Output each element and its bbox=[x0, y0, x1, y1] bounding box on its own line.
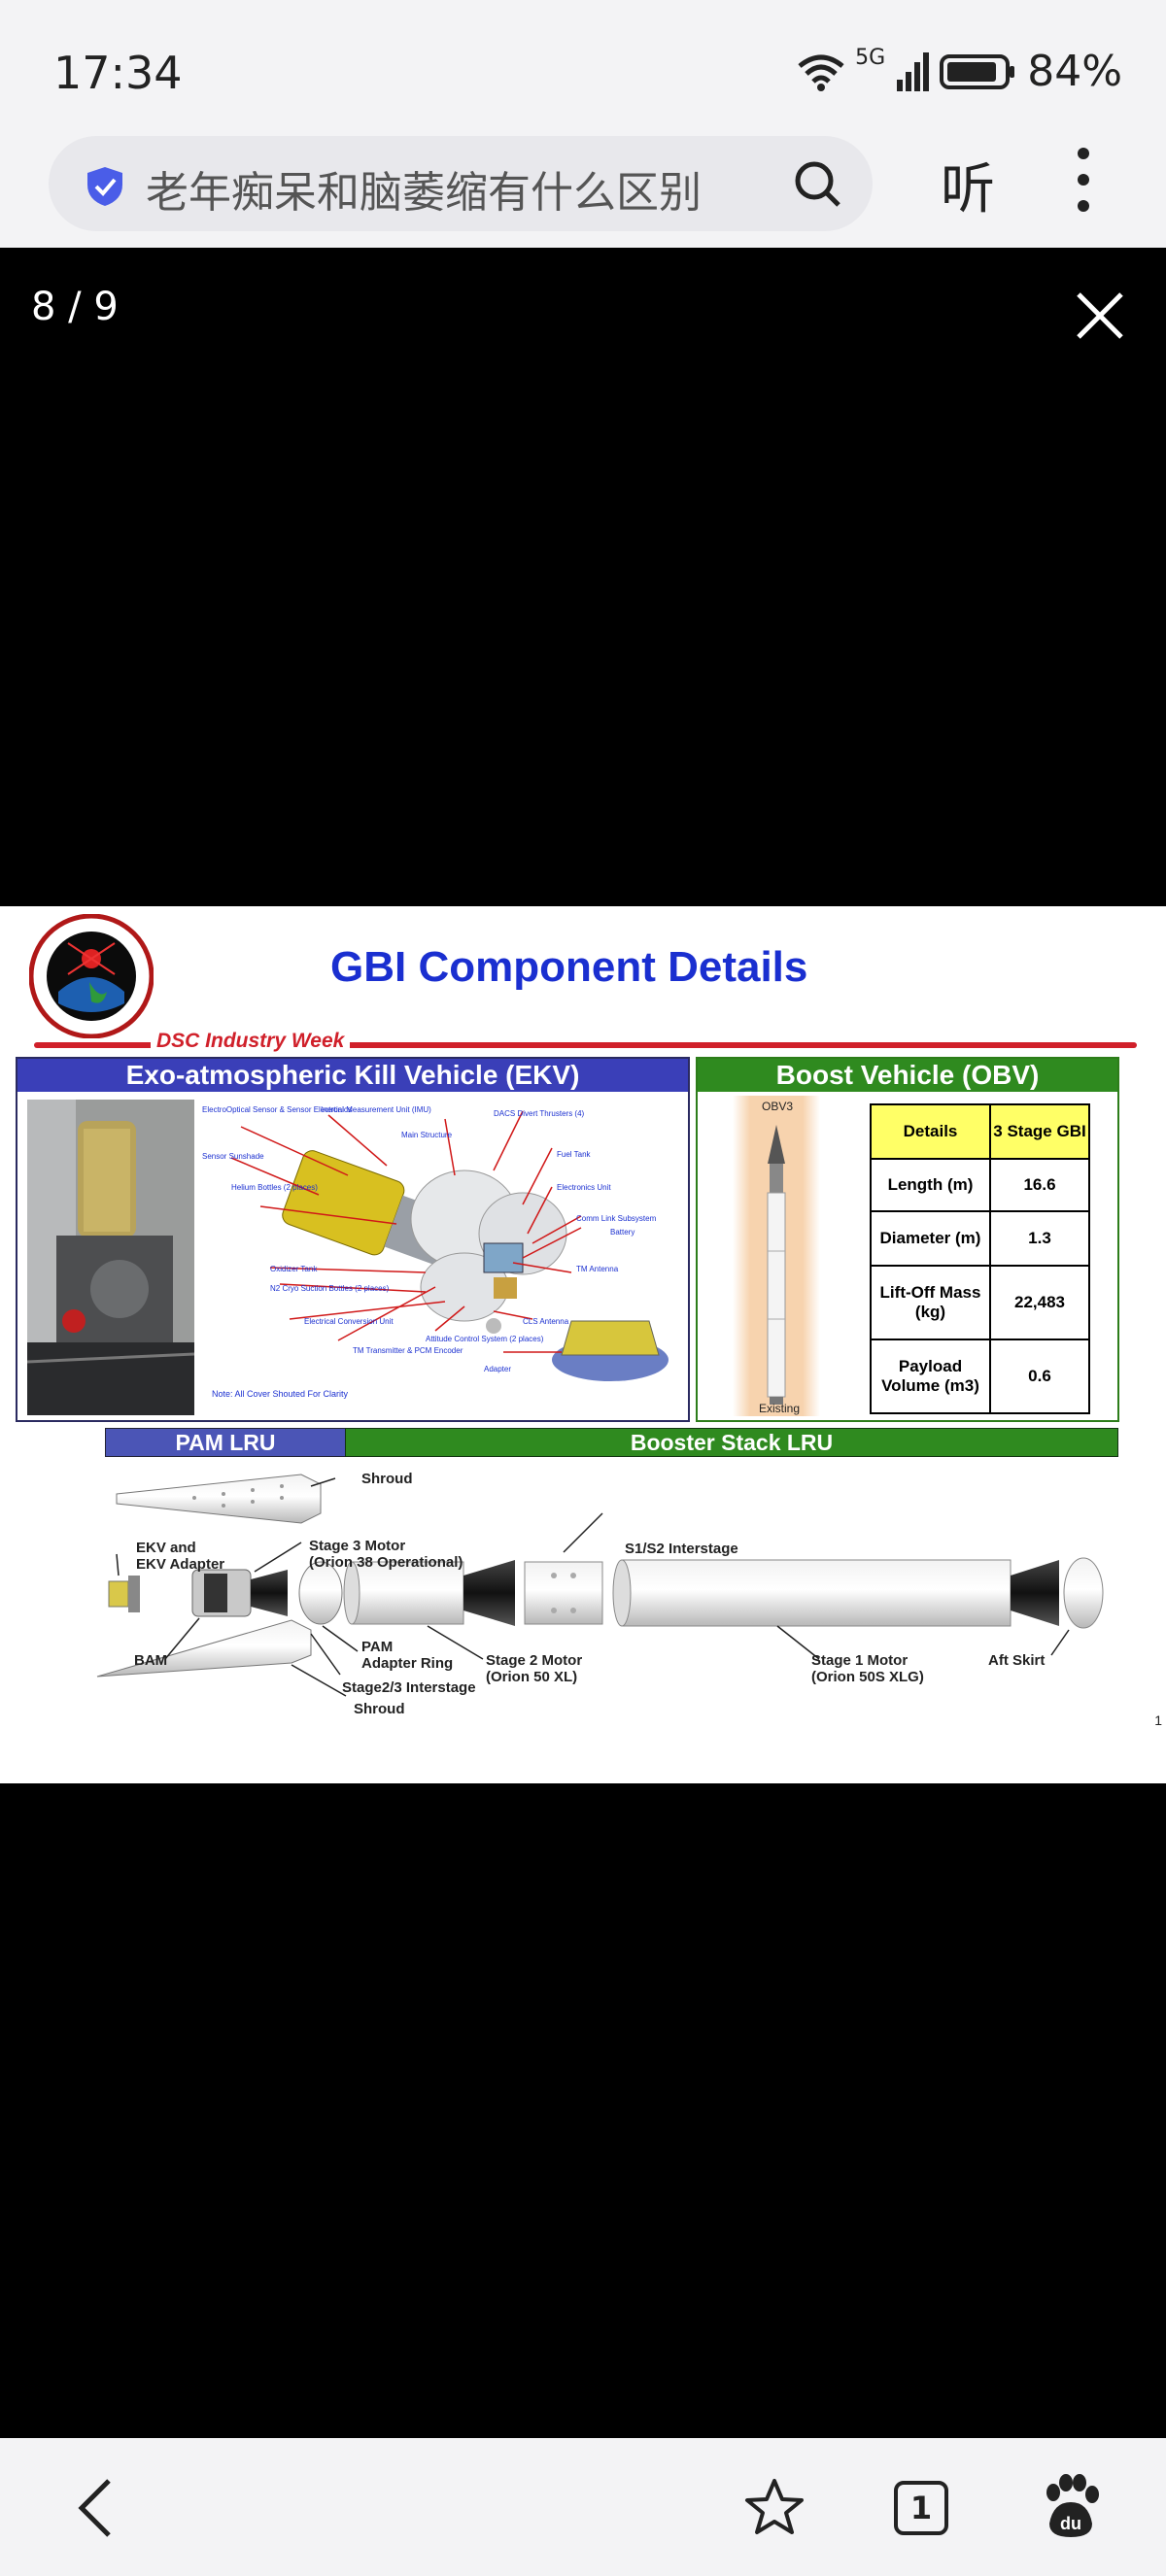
tabs-button[interactable]: 1 bbox=[894, 2481, 948, 2535]
wifi-icon bbox=[798, 54, 844, 91]
ekv-label: Electrical Conversion Unit bbox=[304, 1317, 394, 1326]
ekv-photo bbox=[26, 1100, 195, 1415]
part-label-interstage23: Stage2/3 Interstage bbox=[342, 1679, 476, 1696]
booster-lru-bar: Booster Stack LRU bbox=[345, 1428, 1118, 1457]
ekv-cutaway-diagram bbox=[230, 1110, 669, 1381]
network-label: 5G bbox=[855, 46, 886, 70]
slide-image[interactable]: GBI Component Details DSC Industry Week … bbox=[0, 906, 1166, 1783]
spec-table: Details 3 Stage GBI Length (m) 16.6 Diam… bbox=[870, 1103, 1090, 1414]
ekv-label: TM Antenna bbox=[576, 1265, 619, 1273]
search-query[interactable]: 老年痴呆和脑萎缩有什么区别 bbox=[146, 168, 702, 218]
table-row: Diameter (m) 1.3 bbox=[870, 1210, 1090, 1267]
part-label-s1s2: S1/S2 Interstage bbox=[625, 1541, 738, 1557]
table-cell: 16.6 bbox=[989, 1158, 1090, 1212]
table-header-cell: 3 Stage GBI bbox=[989, 1103, 1090, 1160]
table-cell: 0.6 bbox=[989, 1339, 1090, 1414]
status-time: 17:34 bbox=[53, 47, 183, 99]
ekv-label: Attitude Control System (2 places) bbox=[426, 1335, 544, 1343]
part-label-stage3: Stage 3 Motor (Orion 38 Operational) bbox=[309, 1538, 463, 1571]
mda-seal-logo bbox=[29, 914, 154, 1038]
ekv-label: Electronics Unit bbox=[557, 1183, 611, 1192]
part-label-bam: BAM bbox=[134, 1652, 168, 1669]
ekv-label: Battery bbox=[610, 1228, 635, 1237]
divider-line bbox=[34, 1042, 1137, 1048]
favorite-star-icon[interactable] bbox=[743, 2477, 806, 2537]
signal-icon bbox=[897, 51, 930, 91]
part-label-stage1: Stage 1 Motor (Orion 50S XLG) bbox=[811, 1652, 924, 1685]
slide-page-number: 1 bbox=[1154, 1712, 1162, 1728]
battery-icon bbox=[940, 53, 1015, 89]
listen-button[interactable]: 听 bbox=[941, 158, 995, 221]
ekv-label: DACS Divert Thrusters (4) bbox=[494, 1109, 585, 1118]
search-icon[interactable] bbox=[791, 157, 843, 210]
tab-count: 1 bbox=[909, 2490, 933, 2526]
pam-lru-bar: PAM LRU bbox=[105, 1428, 346, 1457]
ekv-label: Fuel Tank bbox=[557, 1150, 591, 1159]
table-cell: 22,483 bbox=[989, 1265, 1090, 1340]
status-icons: 5G 84% bbox=[797, 46, 1122, 96]
table-cell: Lift-Off Mass (kg) bbox=[870, 1265, 991, 1340]
table-header-cell: Details bbox=[870, 1103, 991, 1160]
table-row: Payload Volume (m3) 0.6 bbox=[870, 1339, 1090, 1414]
part-label-shroud-bottom: Shroud bbox=[354, 1701, 405, 1717]
obv-rocket-label: OBV3 bbox=[762, 1100, 794, 1113]
image-viewer: 8 / 9 GBI Component Details DSC Industry… bbox=[0, 248, 1166, 2438]
baidu-paw-icon[interactable]: du bbox=[1040, 2473, 1102, 2541]
ekv-label: Main Structure bbox=[401, 1131, 453, 1139]
ekv-label: Sensor Sunshade bbox=[202, 1152, 264, 1161]
battery-percent: 84% bbox=[1027, 47, 1122, 96]
part-label-stage2: Stage 2 Motor (Orion 50 XL) bbox=[486, 1652, 583, 1685]
table-row: Details 3 Stage GBI bbox=[870, 1103, 1090, 1160]
table-row: Lift-Off Mass (kg) 22,483 bbox=[870, 1265, 1090, 1340]
ekv-label: Helium Bottles (2 places) bbox=[231, 1183, 318, 1192]
event-label: DSC Industry Week bbox=[151, 1030, 351, 1053]
ekv-label: ElectroOptical Sensor & Sensor Electroni… bbox=[202, 1105, 352, 1114]
browser-toolbar: 老年痴呆和脑萎缩有什么区别 听 bbox=[0, 117, 1166, 248]
ekv-label: Oxidizer Tank bbox=[270, 1265, 318, 1273]
ekv-label: N2 Cryo Suction Bottles (2 places) bbox=[270, 1284, 390, 1293]
ekv-label: Adapter bbox=[484, 1365, 512, 1373]
obv-panel: Boost Vehicle (OBV) OBV3 Existing Detail… bbox=[696, 1057, 1119, 1422]
ekv-label: CLS Antenna bbox=[523, 1317, 569, 1326]
shield-icon bbox=[87, 167, 122, 206]
back-icon[interactable] bbox=[76, 2477, 115, 2539]
search-box[interactable]: 老年痴呆和脑萎缩有什么区别 bbox=[49, 136, 873, 231]
table-cell: Diameter (m) bbox=[870, 1210, 991, 1267]
image-counter: 8 / 9 bbox=[31, 285, 119, 329]
table-cell: Payload Volume (m3) bbox=[870, 1339, 991, 1414]
part-label-aft-skirt: Aft Skirt bbox=[988, 1652, 1046, 1669]
more-options-icon[interactable] bbox=[1069, 146, 1098, 214]
obv-rocket-caption: Existing bbox=[759, 1402, 801, 1415]
ekv-label: Comm Link Subsystem bbox=[576, 1214, 657, 1223]
bottom-navigation: 1 du bbox=[0, 2438, 1166, 2576]
obv-rocket-image bbox=[733, 1096, 820, 1416]
ekv-panel: Exo-atmospheric Kill Vehicle (EKV) bbox=[16, 1057, 690, 1422]
ekv-label: Inertial Measurement Unit (IMU) bbox=[321, 1105, 431, 1114]
obv-header: Boost Vehicle (OBV) bbox=[698, 1059, 1117, 1092]
table-cell: Length (m) bbox=[870, 1158, 991, 1212]
table-row: Length (m) 16.6 bbox=[870, 1158, 1090, 1212]
ekv-header: Exo-atmospheric Kill Vehicle (EKV) bbox=[17, 1059, 688, 1092]
exploded-rocket-diagram bbox=[96, 1474, 1104, 1697]
slide-title: GBI Component Details bbox=[330, 943, 808, 991]
svg-text:du: du bbox=[1060, 2514, 1081, 2533]
status-bar: 17:34 5G 84% bbox=[0, 0, 1166, 136]
table-cell: 1.3 bbox=[989, 1210, 1090, 1267]
part-label-shroud-top: Shroud bbox=[361, 1471, 413, 1487]
ekv-label: TM Transmitter & PCM Encoder bbox=[353, 1346, 463, 1355]
ekv-photo-drawing bbox=[26, 1100, 195, 1415]
part-label-ekv: EKV and EKV Adapter bbox=[136, 1540, 225, 1573]
close-icon[interactable] bbox=[1071, 287, 1129, 345]
ekv-note: Note: All Cover Shouted For Clarity bbox=[212, 1389, 349, 1399]
part-label-pam-ring: PAM Adapter Ring bbox=[361, 1639, 454, 1672]
